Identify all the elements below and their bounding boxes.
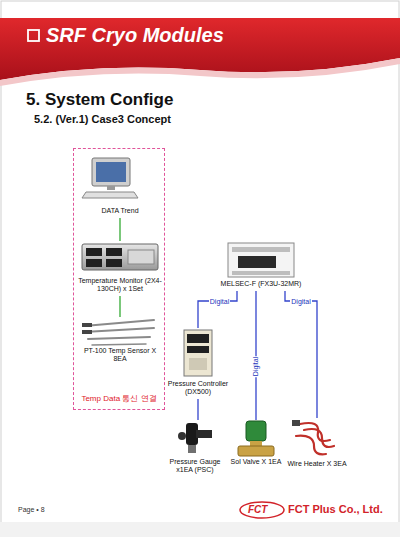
wire-heater-icon-part — [300, 423, 330, 441]
pc-node: DATA Trend — [84, 155, 156, 218]
header-band-part — [28, 30, 39, 41]
temperature-monitor-icon-part — [106, 248, 122, 256]
valve-node: Sol Valve X 1EA — [228, 420, 284, 469]
connector-line — [197, 399, 198, 420]
computer-icon-part — [107, 186, 115, 190]
slide-title: SRF Cryo Modules — [46, 24, 224, 47]
image-space — [78, 241, 162, 277]
plc-icon-part — [232, 271, 290, 275]
node-label: Pressure Gauge x1EA (PSC) — [162, 458, 228, 474]
pressure-gauge-icon-part — [196, 430, 212, 438]
wire-heater-icon-part — [292, 420, 300, 426]
plc-node: MELSEC-F (FX3U-32MR) — [214, 240, 308, 291]
header-band-part — [0, 58, 400, 86]
monitor-node: Temperature Monitor (2X4-130CH) x 1Set — [78, 241, 162, 296]
section-heading: 5. System Confige — [26, 90, 173, 110]
image-space — [228, 420, 284, 458]
node-label: Pressure Controller (DX500) — [166, 380, 230, 396]
solenoid-valve-icon-part — [246, 421, 266, 441]
edge-label: Digital — [252, 356, 259, 377]
plc-icon — [228, 243, 294, 277]
page-number: Page • 8 — [18, 506, 45, 513]
image-space — [78, 317, 162, 347]
slide-frame-part — [0, 522, 400, 537]
pressure-gauge-icon-part — [188, 445, 196, 453]
computer-icon-part — [92, 158, 130, 186]
plc-icon-part — [232, 247, 290, 252]
node-label: PT-100 Temp Sensor X 8EA — [78, 347, 162, 363]
temperature-sensor-icon-part — [92, 344, 146, 345]
header-band — [0, 18, 400, 86]
image-space — [162, 420, 228, 458]
wire-heater-icon — [292, 420, 334, 454]
image-space — [166, 328, 230, 380]
node-label: MELSEC-F (FX3U-32MR) — [214, 280, 308, 288]
edge-label: Digital — [290, 298, 311, 305]
wire-heater-icon-part — [296, 436, 326, 455]
controller-node: Pressure Controller (DX500) — [166, 328, 230, 399]
logo-text: FCT — [248, 504, 267, 515]
pressure-controller-icon-part — [189, 358, 207, 370]
node-label: Sol Valve X 1EA — [228, 458, 284, 466]
image-space — [286, 418, 348, 460]
temperature-sensor-icon-part — [84, 320, 154, 326]
temperature-sensor-icon — [82, 320, 154, 345]
connector-line — [285, 291, 317, 418]
connector-line — [119, 296, 120, 317]
image-space — [214, 240, 308, 280]
temperature-monitor-icon — [82, 244, 158, 270]
computer-icon-part — [96, 162, 126, 182]
temperature-sensor-icon-part — [84, 328, 154, 332]
node-label: Wire Heater X 3EA — [286, 460, 348, 468]
node-label: DATA Trend — [84, 207, 156, 215]
edge-label: Digital — [209, 298, 230, 305]
temperature-monitor-icon-part — [86, 259, 102, 267]
pressure-controller-icon — [184, 330, 212, 376]
connector-line — [198, 291, 237, 328]
company-logo-part — [240, 502, 284, 518]
temperature-sensor-icon-part — [82, 323, 92, 327]
heater-node: Wire Heater X 3EA — [286, 418, 348, 471]
plc-icon-part — [228, 243, 294, 277]
image-space — [84, 155, 156, 207]
sensor-group-box: Temp Data 통신 연결 DATA TrendTemperature Mon… — [73, 148, 165, 410]
gauge-node: Pressure Gauge x1EA (PSC) — [162, 420, 228, 477]
computer-icon-part — [82, 192, 138, 198]
pressure-controller-icon-part — [184, 330, 212, 376]
company-logo — [240, 502, 284, 518]
temperature-sensor-icon-part — [82, 330, 92, 334]
sensor-node: PT-100 Temp Sensor X 8EA — [78, 317, 162, 366]
company-name: FCT Plus Co., Ltd. — [288, 503, 383, 515]
temperature-monitor-icon-part — [106, 259, 122, 267]
temperature-monitor-icon-part — [86, 248, 102, 256]
solenoid-valve-icon-part — [238, 446, 274, 456]
solenoid-valve-icon — [238, 421, 274, 456]
pressure-controller-icon-part — [187, 346, 209, 353]
solenoid-valve-icon-part — [250, 441, 262, 446]
computer-icon — [82, 158, 138, 198]
node-label: Temperature Monitor (2X4-130CH) x 1Set — [78, 277, 162, 293]
subsection-heading: 5.2. (Ver.1) Case3 Concept — [34, 113, 171, 125]
pressure-gauge-icon — [178, 423, 212, 453]
connector-line — [119, 218, 120, 241]
node-label: Temp Data 통신 연결 — [78, 394, 160, 403]
pressure-gauge-icon-part — [178, 432, 186, 440]
temperature-monitor-icon-part — [128, 250, 154, 264]
pressure-controller-icon-part — [187, 334, 209, 343]
temperature-monitor-icon-part — [82, 244, 158, 270]
temperature-sensor-icon-part — [88, 337, 150, 339]
plc-icon-part — [238, 256, 276, 268]
